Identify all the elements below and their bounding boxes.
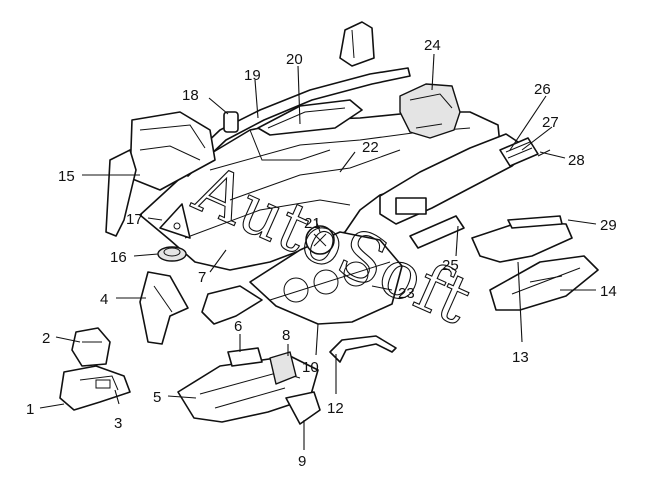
connector-clip bbox=[223, 111, 239, 133]
callout-8: 8 bbox=[282, 327, 290, 344]
lower-bracket bbox=[59, 365, 131, 411]
small-cover bbox=[285, 391, 321, 425]
callout-25: 25 bbox=[442, 257, 459, 274]
callout-2: 2 bbox=[42, 330, 50, 347]
left-bracket bbox=[105, 149, 137, 237]
switch-block bbox=[227, 347, 263, 367]
callout-18: 18 bbox=[182, 87, 199, 104]
mounting-bracket-left bbox=[71, 327, 111, 367]
callout-28: 28 bbox=[568, 152, 585, 169]
corner-trim bbox=[159, 203, 191, 239]
blower-unit bbox=[399, 83, 461, 139]
callout-9: 9 bbox=[298, 453, 306, 470]
callout-4: 4 bbox=[100, 291, 108, 308]
speaker-grille bbox=[157, 246, 187, 262]
grab-handle bbox=[329, 335, 397, 363]
callout-1: 1 bbox=[26, 401, 34, 418]
callout-24: 24 bbox=[424, 37, 441, 54]
callout-20: 20 bbox=[286, 51, 303, 68]
callout-23: 23 bbox=[398, 285, 415, 302]
callout-3: 3 bbox=[114, 415, 122, 432]
callout-10: 10 bbox=[302, 359, 319, 376]
upper-bracket bbox=[339, 21, 375, 67]
callout-7: 7 bbox=[198, 269, 206, 286]
callout-29: 29 bbox=[600, 217, 617, 234]
callout-26: 26 bbox=[534, 81, 551, 98]
callout-14: 14 bbox=[600, 283, 617, 300]
lower-glove-panel bbox=[409, 215, 465, 249]
callout-27: 27 bbox=[542, 114, 559, 131]
right-trim-lower bbox=[489, 255, 599, 311]
callout-12: 12 bbox=[327, 400, 344, 417]
callout-19: 19 bbox=[244, 67, 261, 84]
callout-16: 16 bbox=[110, 249, 127, 266]
callout-21: 21 bbox=[304, 215, 321, 232]
callout-5: 5 bbox=[153, 389, 161, 406]
callout-17: 17 bbox=[126, 211, 143, 228]
lower-duct bbox=[201, 285, 263, 325]
callout-6: 6 bbox=[234, 318, 242, 335]
windshield-seal bbox=[179, 67, 411, 177]
right-trim-bracket bbox=[507, 215, 563, 229]
trim-handle bbox=[269, 351, 297, 385]
side-trim-panel bbox=[139, 271, 189, 345]
callout-22: 22 bbox=[362, 139, 379, 156]
glove-box-latch bbox=[395, 197, 427, 215]
callout-15: 15 bbox=[58, 168, 75, 185]
callout-13: 13 bbox=[512, 349, 529, 366]
